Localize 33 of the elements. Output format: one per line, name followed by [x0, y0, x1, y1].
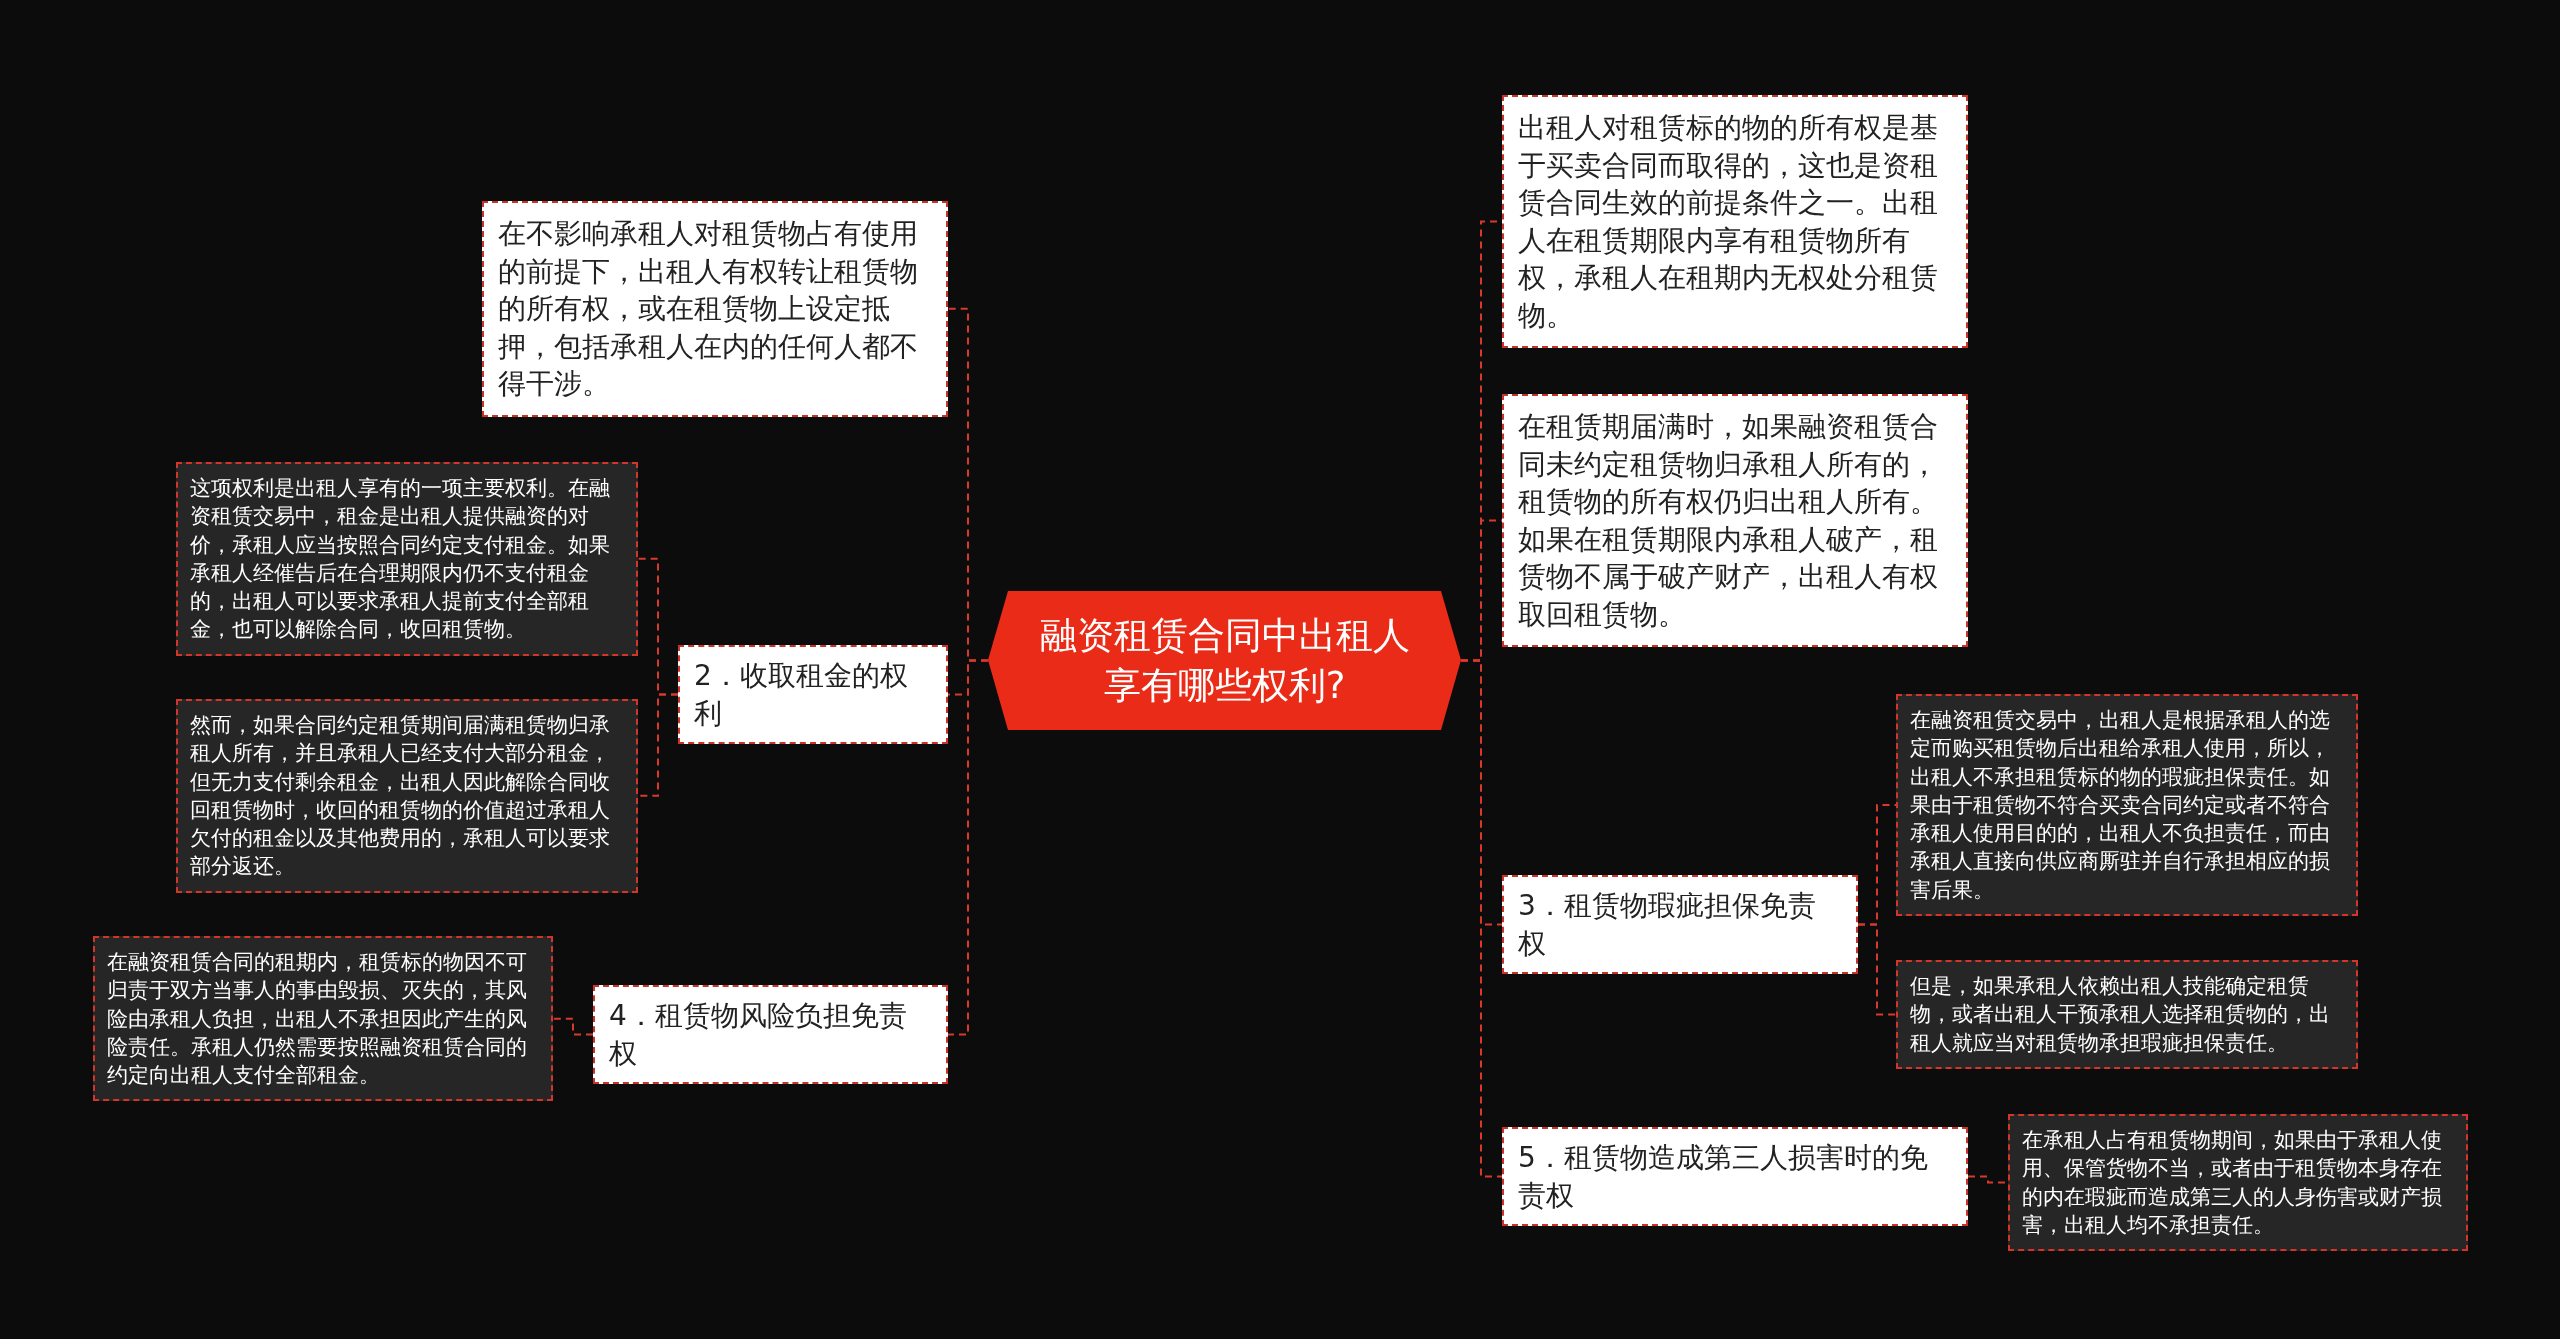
branch-topic [1502, 875, 1858, 975]
topic-text: 在租赁期届满时，如果融资租赁合同未约定租赁物归承租人所有的，租赁物的所有权仍归出租人所有。如果在租赁期限内承租人破产，租赁物不属于破产财产，出租人有权取回租赁物。 [1518, 410, 1938, 631]
connector-line [947, 659, 989, 1036]
topic-text: 融资租赁合同中出租人享有哪些权利? [1038, 612, 1411, 709]
topic-text: 然而，如果合同约定租赁期间届满租赁物归承租人所有，并且承租人已经支付大部分租金，但无力支付剩余租金，出租人因此解除合同收回租赁物时，收回的租赁物的价值超过承租人欠付的租金以及其他费用的，承租人可以要求部分返还。 [190, 713, 610, 879]
branch-topic [678, 645, 948, 745]
detail-note [1896, 960, 2358, 1069]
detail-note [1896, 694, 2358, 916]
topic-text: 3．租赁物瑕疵担保免责权 [1518, 889, 1816, 960]
topic-text: 在融资租赁合同的租期内，租赁标的物因不可归责于双方当事人的事由毁损、灭失的，其风险由承租人负担，出租人不承担因此产生的风险责任。承租人仍然需要按照融资租赁合同的约定向出租人支付全部租金。 [107, 950, 527, 1088]
topic-text: 在不影响承租人对租赁物占有使用的前提下，出租人有权转让租赁物的所有权，或在租赁物上设定抵押，包括承租人在内的任何人都不得干涉。 [498, 217, 918, 401]
topic-text: 出租人对租赁标的物的所有权是基于买卖合同而取得的，这也是资租赁合同生效的前提条件之一。出租人在租赁期限内享有租赁物所有权，承租人在租期内无权处分租赁物。 [1518, 111, 1938, 332]
topic-text: 在融资租赁交易中，出租人是根据承租人的选定而购买租赁物后出租给承租人使用，所以，出租人不承担租赁标的物的瑕疵担保责任。如果由于租赁物不符合买卖合同约定或者不符合承租人使用目的的，出租人不负担责任，而由承租人直接向供应商厮驻并自行承担相应的损害后果。 [1910, 708, 2330, 902]
detail-note [93, 936, 553, 1102]
topic-text: 这项权利是出租人享有的一项主要权利。在融资租赁交易中，租金是出租人提供融资的对价，承租人应当按照合同约定支付租金。如果承租人经催告后在合理期限内仍不支付租金的，出租人可以要求承租人提前支付全部租金，也可以解除合同，收回租赁物。 [190, 476, 610, 642]
connector-line [637, 693, 679, 797]
topic-text: 但是，如果承租人依赖出租人技能确定租赁物，或者出租人干预承租人选择租赁物的，出租人就应当对租赁物承担瑕疵担保责任。 [1910, 974, 2330, 1055]
topic-text: 4．租赁物风险负担免责权 [609, 999, 907, 1070]
detail-note [176, 699, 638, 893]
connector-line [1460, 659, 1503, 1178]
topic-text: 在承租人占有租赁物期间，如果由于承租人使用、保管货物不当，或者由于租赁物本身存在的内在瑕疵而造成第三人的人身伤害或财产损害，出租人均不承担责任。 [2022, 1128, 2442, 1237]
connector-line [1857, 923, 1897, 1016]
topic-card [482, 201, 948, 417]
topic-text: 2．收取租金的权利 [694, 659, 908, 730]
detail-note [176, 462, 638, 656]
branch-topic [1502, 1127, 1968, 1227]
topic-card [1502, 394, 1968, 648]
connector-line [552, 1017, 594, 1036]
detail-note [2008, 1114, 2468, 1252]
branch-topic [593, 985, 948, 1085]
topic-text: 5．租赁物造成第三人损害时的免责权 [1518, 1141, 1928, 1212]
topic-hexagon [988, 591, 1461, 730]
topic-card [1502, 95, 1968, 349]
